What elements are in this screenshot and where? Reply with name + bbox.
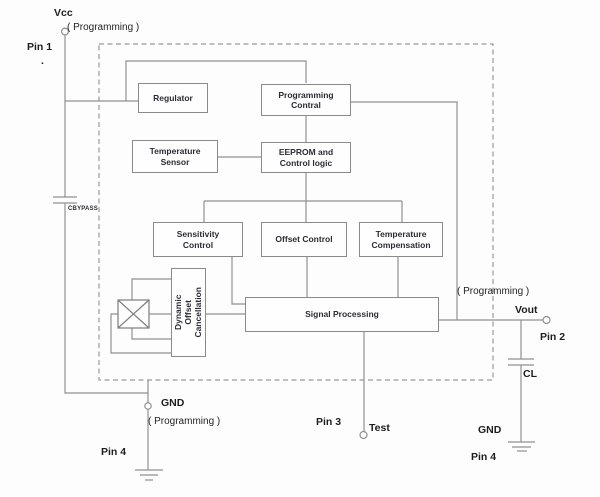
- block-temperature-sensor: Temperature Sensor: [132, 140, 218, 173]
- pin4-left-number-label: Pin 4: [101, 446, 127, 458]
- ground-symbol-left: [135, 469, 163, 481]
- pin3-number-label: Pin 3: [316, 416, 342, 428]
- gnd-programming-note: ( Programming ): [148, 416, 221, 427]
- vout-programming-note: ( Programming ): [457, 286, 530, 297]
- hall-element-wires: [110, 278, 171, 354]
- block-sensitivity-control: Sensitivity Control: [153, 222, 243, 257]
- chip-boundary-dashed-box: [98, 43, 494, 381]
- vcc-rail-wire: [64, 35, 148, 394]
- load-capacitor-symbol: [508, 358, 534, 366]
- pin4-right-number-label: Pin 4: [471, 451, 497, 463]
- block-dynamic-offset-cancellation: Dynamic Offset Cancellation: [171, 268, 206, 357]
- pin1-number-label: Pin 1: [27, 41, 53, 53]
- block-temperature-compensation: Temperature Compensation: [359, 222, 443, 257]
- block-dynamic-offset-cancellation-label: Dynamic Offset Cancellation: [173, 287, 204, 338]
- hall-element-symbol: [117, 299, 150, 329]
- block-offset-control: Offset Control: [261, 222, 347, 257]
- vcc-programming-note: ( Programming ): [67, 22, 140, 33]
- stray-dot: .: [41, 55, 44, 67]
- gnd-pin-terminal: [144, 402, 152, 410]
- bypass-capacitor-label: CBYPASS: [68, 206, 98, 212]
- bypass-capacitor-symbol: [53, 196, 77, 204]
- pin2-number-label: Pin 2: [540, 331, 566, 343]
- vout-pin-label: Vout: [515, 304, 538, 316]
- distribution-bus-wire: [203, 200, 403, 222]
- gnd-left-pin-label: GND: [161, 397, 185, 409]
- sensitivity-to-signal-wire: [231, 257, 245, 305]
- load-capacitor-label: CL: [523, 368, 537, 380]
- gnd-right-pin-label: GND: [478, 424, 502, 436]
- block-programming-control: Programming Contral: [261, 84, 351, 116]
- vcc-pin-label: Vcc: [54, 7, 73, 19]
- vcc-pin-terminal: [60, 27, 69, 36]
- test-pin-label: Test: [369, 422, 390, 434]
- vout-pin-terminal: [542, 315, 551, 325]
- programming-line-wire: [351, 101, 458, 320]
- ground-symbol-right: [508, 441, 535, 452]
- block-eeprom-control-logic: EEPROM and Control logic: [261, 142, 351, 173]
- vcc-to-programming-control-wire: [125, 60, 307, 101]
- test-pin-terminal: [359, 430, 368, 440]
- block-signal-processing: Signal Processing: [245, 297, 439, 332]
- block-regulator: Regulator: [138, 83, 208, 113]
